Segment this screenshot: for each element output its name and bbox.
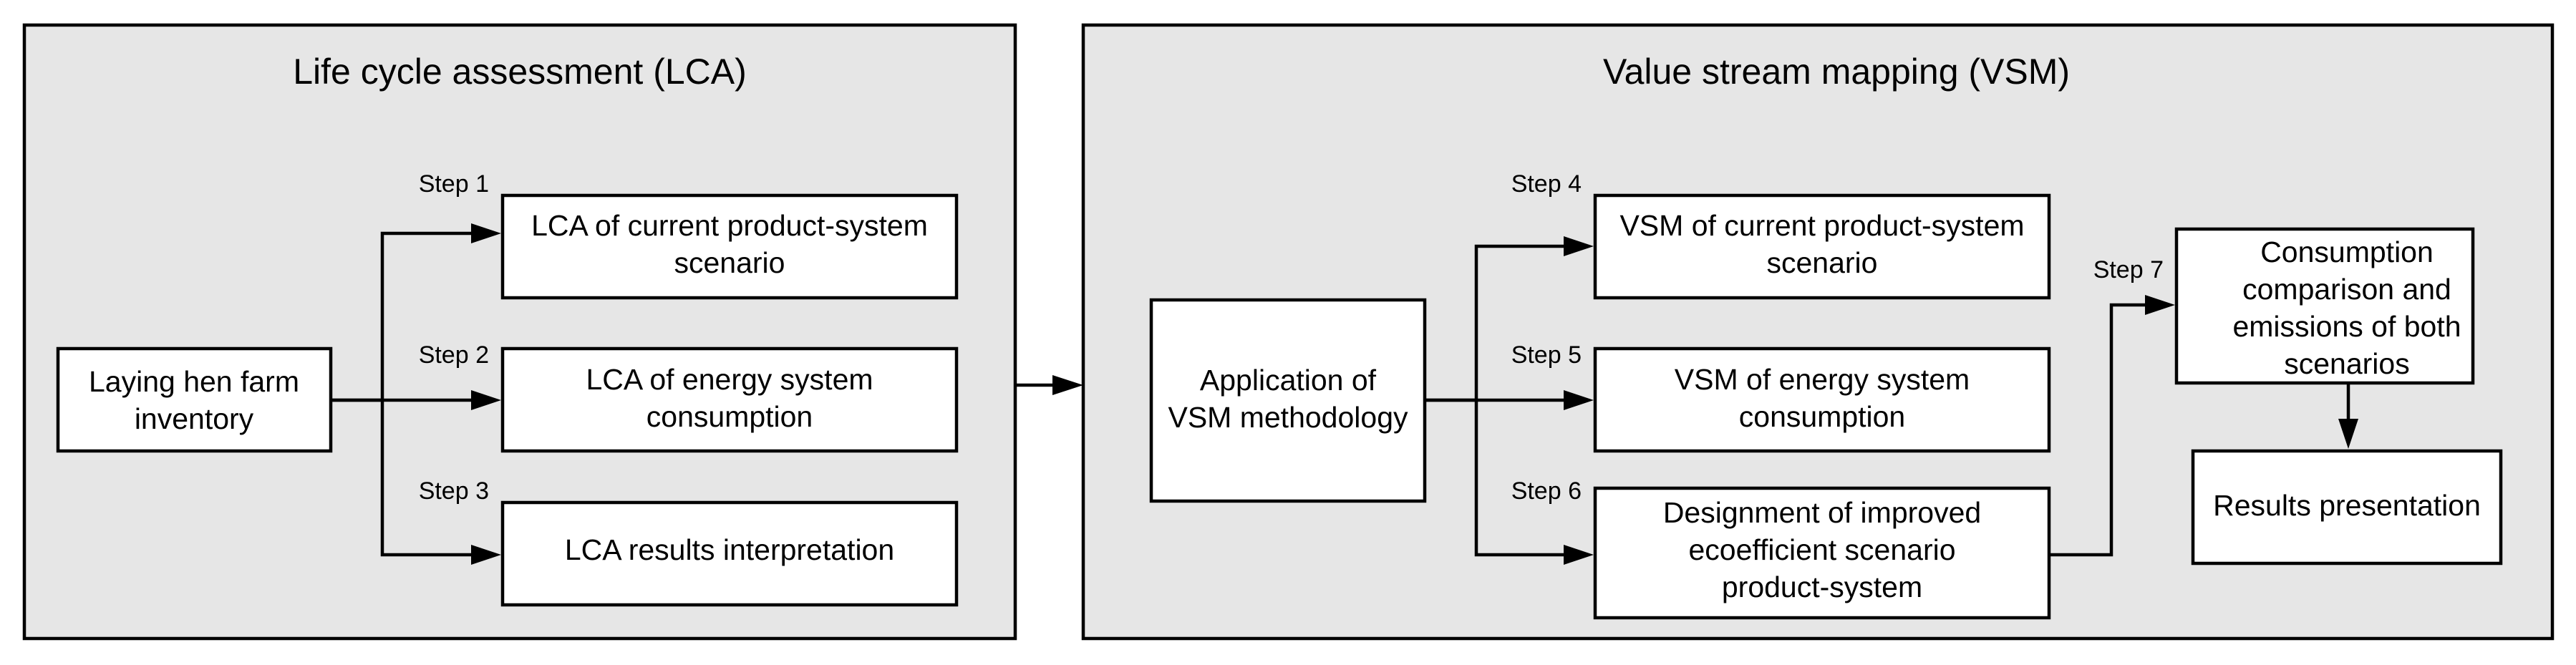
node-lca-results: LCA results interpretation <box>565 533 894 566</box>
node-text-line: consumption <box>647 400 813 433</box>
node-lca-current-box <box>500 193 959 300</box>
node-text-line: LCA results interpretation <box>565 533 894 566</box>
node-vsm-application-box <box>1149 298 1427 503</box>
node-text-line: scenario <box>1767 246 1878 279</box>
node-text-line: scenarios <box>2284 347 2409 380</box>
node-text-line: emissions of both <box>2232 310 2461 343</box>
node-vsm-current: VSM of current product-system scenario <box>1619 209 2024 279</box>
node-text-line: LCA of energy system <box>586 363 873 396</box>
node-lca-energy: LCA of energy system consumption <box>586 363 873 433</box>
step-7-label: Step 7 <box>2093 256 2164 283</box>
node-lca-results-box <box>500 500 959 607</box>
node-text-line: product-system <box>1722 571 1922 603</box>
node-text-line: Application of <box>1200 364 1377 397</box>
node-text-line: consumption <box>1739 400 1905 433</box>
edge-inventory-to-lca-results <box>380 400 471 557</box>
node-text-line: ecoefficient scenario <box>1688 533 1955 566</box>
edge-application-to-designment <box>1474 400 1564 557</box>
lca-panel-title: Life cycle assessment (LCA) <box>293 52 747 92</box>
node-designment-box <box>1593 486 2051 620</box>
node-text-line: LCA of current product-system <box>531 209 928 242</box>
arrowhead <box>1564 390 1594 410</box>
node-text-line: Designment of improved <box>1663 496 1981 529</box>
node-text-line: VSM of energy system <box>1675 363 1970 396</box>
node-comparison: Consumption comparison and emissions of bo… <box>2232 236 2461 380</box>
node-text-line: comparison and <box>2242 273 2451 306</box>
node-results-presentation-box <box>2191 449 2503 566</box>
node-text-line: VSM of current product-system <box>1619 209 2024 242</box>
arrowhead <box>1564 236 1594 256</box>
node-vsm-energy-box <box>1593 346 2051 453</box>
node-lca-current: LCA of current product-system scenario <box>531 209 928 279</box>
arrowhead <box>471 390 501 410</box>
node-lca-energy-box <box>500 346 959 453</box>
node-text-line: Consumption <box>2260 236 2434 268</box>
node-vsm-current-box <box>1593 193 2051 300</box>
node-vsm-energy: VSM of energy system consumption <box>1675 363 1970 433</box>
step-1-label: Step 1 <box>419 170 489 198</box>
node-results-presentation: Results presentation <box>2213 489 2481 522</box>
node-inventory-box <box>56 346 333 453</box>
node-text-line: scenario <box>674 246 785 279</box>
arrowhead <box>1564 545 1594 565</box>
arrowhead <box>471 223 501 243</box>
node-text-line: VSM methodology <box>1168 401 1408 434</box>
vsm-panel-title: Value stream mapping (VSM) <box>1603 52 2070 92</box>
step-3-label: Step 3 <box>419 477 489 505</box>
node-comparison-box <box>2174 227 2475 385</box>
step-5-label: Step 5 <box>1511 341 1582 369</box>
node-text-line: Laying hen farm <box>89 365 299 398</box>
arrowhead <box>471 545 501 565</box>
step-6-label: Step 6 <box>1511 477 1582 505</box>
arrowhead <box>2145 295 2175 315</box>
edge-designment-to-comparison <box>2049 303 2145 557</box>
node-designment: Designment of improved ecoefficient scena… <box>1663 496 1981 603</box>
node-inventory: Laying hen farm inventory <box>89 365 299 435</box>
node-text-line: Results presentation <box>2213 489 2481 522</box>
arrowhead <box>1052 375 1083 395</box>
node-text-line: inventory <box>135 402 254 435</box>
arrowhead <box>2338 419 2358 449</box>
lca-connectors <box>331 223 501 565</box>
vsm-connectors <box>1425 236 2358 565</box>
node-vsm-application: Application of VSM methodology <box>1168 364 1408 434</box>
step-4-label: Step 4 <box>1511 170 1582 198</box>
step-2-label: Step 2 <box>419 341 489 369</box>
